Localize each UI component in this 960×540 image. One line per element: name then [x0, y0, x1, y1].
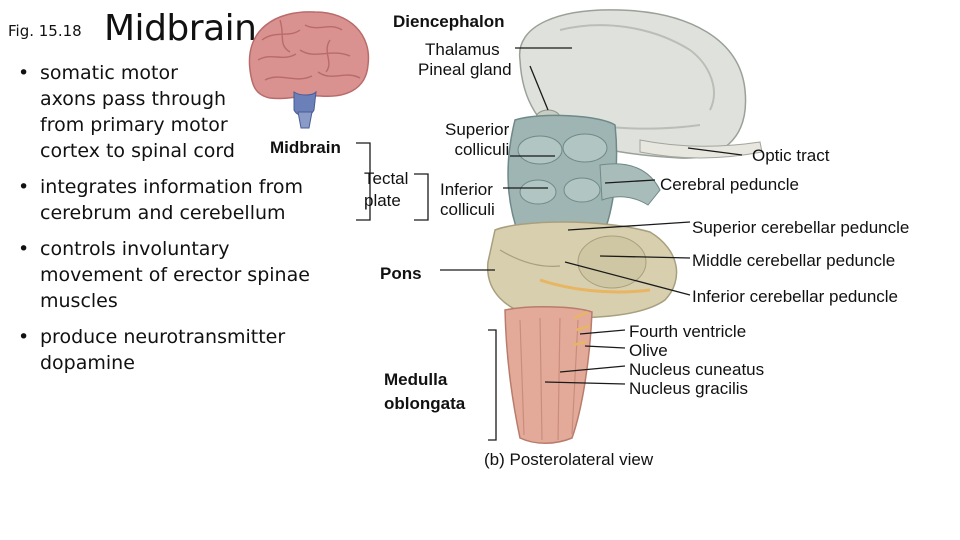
bullet-text: integrates information from cerebrum and…: [40, 176, 303, 224]
medulla-shape: [504, 306, 593, 444]
label-tectal-plate: Tectal plate: [364, 169, 409, 210]
label-olive: Olive: [629, 341, 668, 360]
bullet-text: produce neurotransmitter dopamine: [40, 326, 286, 374]
inset-brain: [248, 11, 370, 129]
bullet-list: somatic motor axons pass through from pr…: [18, 60, 310, 386]
label-inferior-cerebellar-peduncle: Inferior cerebellar peduncle: [692, 287, 899, 306]
leader-lines: [356, 47, 743, 441]
label-fourth-ventricle: Fourth ventricle: [629, 322, 747, 341]
figure-caption: (b) Posterolateral view: [484, 450, 654, 469]
label-thalamus: Thalamus: [425, 40, 500, 59]
bullet-text: somatic motor axons pass through from pr…: [40, 62, 235, 162]
label-pineal-gland: Pineal gland: [418, 60, 512, 79]
bullet-item: somatic motor axons pass through from pr…: [18, 60, 310, 164]
label-superior-colliculi: Superior colliculi: [445, 120, 510, 159]
bullet-item: produce neurotransmitter dopamine: [18, 324, 310, 376]
label-nucleus-gracilis: Nucleus gracilis: [629, 379, 749, 398]
inset-midbrain-label: Midbrain: [270, 138, 341, 157]
label-middle-cerebellar-peduncle: Middle cerebellar peduncle: [692, 251, 896, 270]
label-diencephalon: Diencephalon: [393, 12, 505, 31]
bullet-item: controls involuntary movement of erector…: [18, 236, 310, 314]
page-title: Midbrain: [104, 8, 257, 49]
figure-reference: Fig. 15.18: [8, 22, 82, 40]
bullet-item: integrates information from cerebrum and…: [18, 174, 310, 226]
bullet-text: controls involuntary movement of erector…: [40, 238, 310, 312]
label-optic-tract: Optic tract: [752, 146, 830, 165]
label-cerebral-peduncle: Cerebral peduncle: [660, 175, 799, 194]
label-medulla-oblongata: Medulla oblongata: [384, 370, 466, 413]
label-inferior-colliculi: Inferior colliculi: [440, 180, 495, 219]
label-pons: Pons: [380, 264, 422, 283]
label-superior-cerebellar-peduncle: Superior cerebellar peduncle: [692, 218, 910, 237]
label-nucleus-cuneatus: Nucleus cuneatus: [629, 360, 765, 379]
